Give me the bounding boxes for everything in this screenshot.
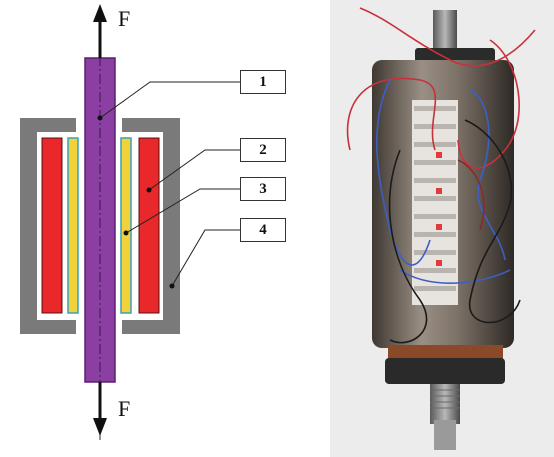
callout-label-2: 2: [240, 138, 286, 162]
photo-wires: [346, 7, 536, 344]
callout-label-1: 1: [240, 70, 286, 94]
photo-terminal-block: [412, 100, 458, 305]
leader-line-4: [171, 229, 240, 287]
leader-line-2: [148, 149, 240, 191]
photo-shaft-tip: [434, 420, 456, 450]
coil-left: [41, 137, 63, 314]
photo-bottom-shaft: [430, 384, 460, 424]
callout-label-3: 3: [240, 177, 286, 201]
photo-top-flange: [415, 48, 495, 62]
leader-line-1: [99, 81, 240, 119]
leader-dot-4: [169, 283, 175, 289]
actuator-photograph: [330, 0, 554, 457]
photo-top-shaft: [433, 10, 457, 52]
coil-right: [138, 137, 160, 314]
sleeve-right: [120, 137, 132, 314]
force-label-bottom: F: [118, 396, 131, 421]
force-arrow-bottom-head: [93, 418, 107, 436]
housing-outer-shell: [20, 118, 180, 334]
callout-label-4: 4: [240, 218, 286, 242]
leader-line-3: [125, 188, 240, 234]
photo-shaft-threads: [430, 389, 460, 409]
leader-dot-2: [146, 187, 152, 193]
photo-bottom-flange: [385, 358, 505, 384]
leader-dot-1: [97, 115, 103, 121]
photo-copper-band: [388, 345, 503, 361]
force-arrow-top-head: [93, 4, 107, 22]
force-label-top: F: [118, 6, 131, 31]
sleeve-left: [67, 137, 79, 314]
leader-dot-3: [123, 230, 129, 236]
